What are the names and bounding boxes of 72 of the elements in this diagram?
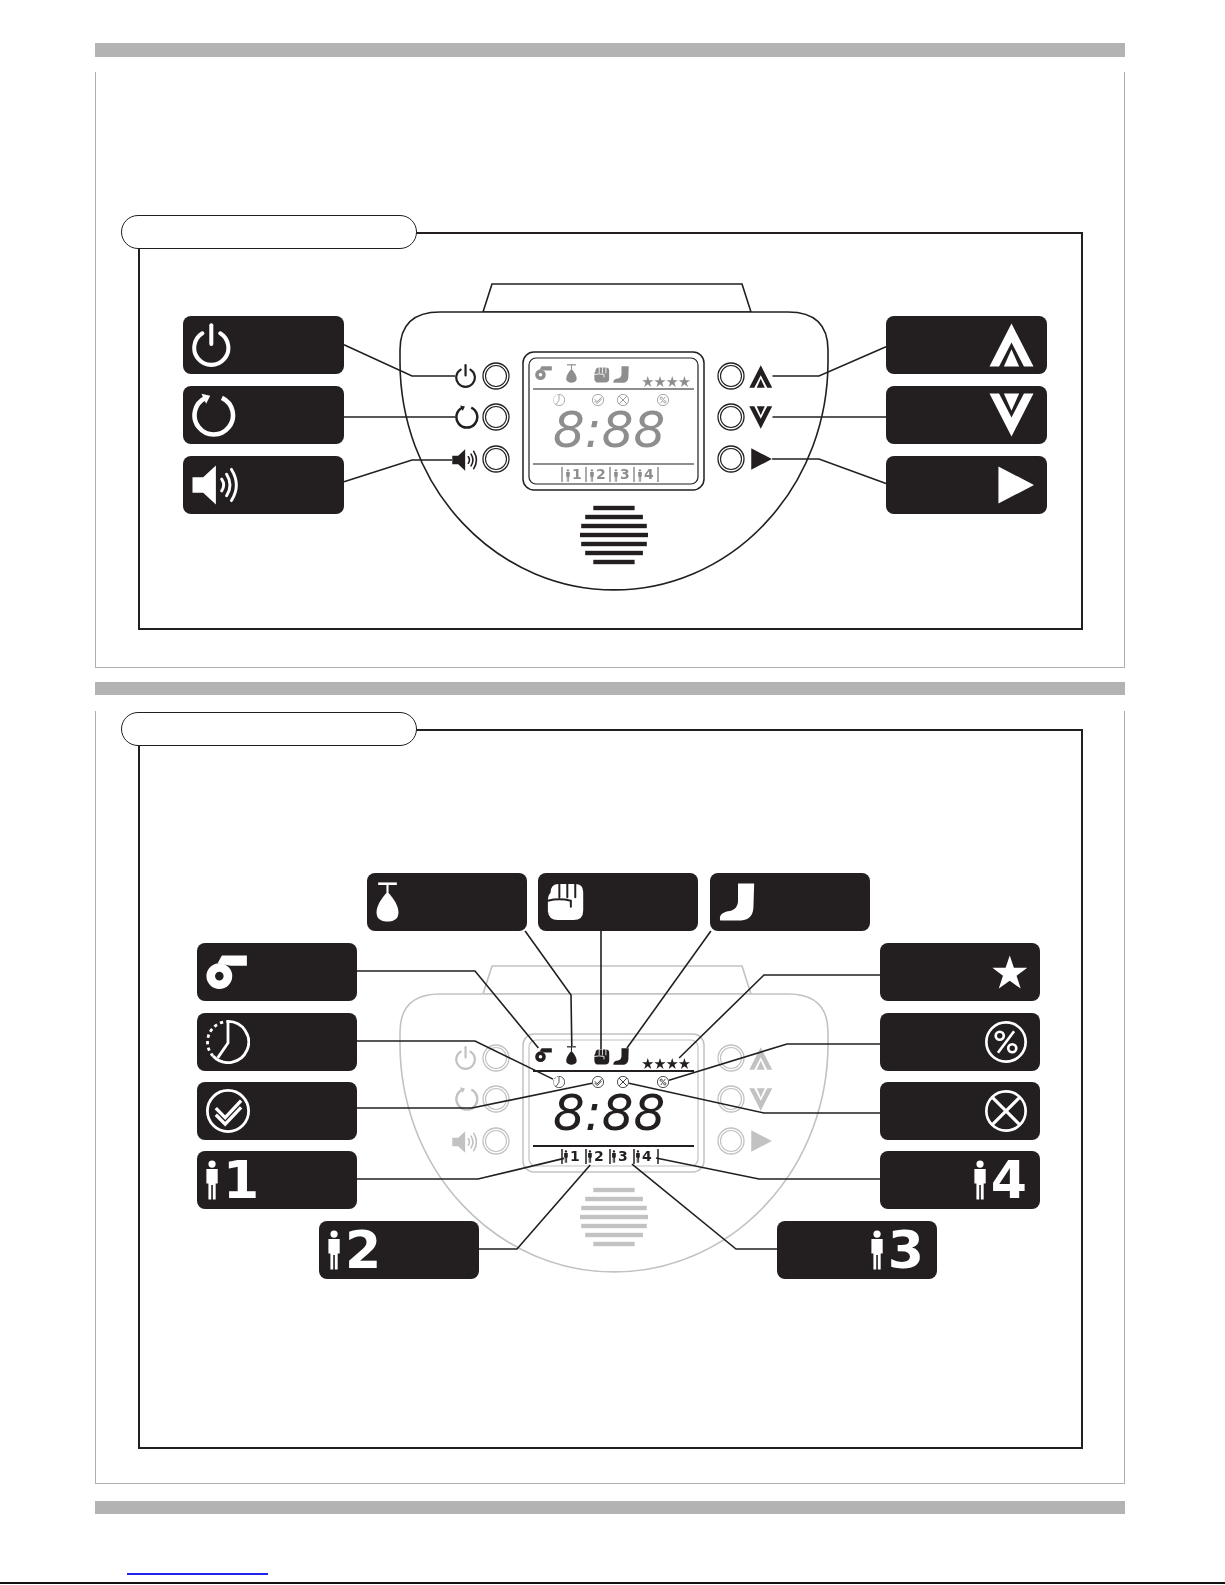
callout-tag [880,1151,1040,1209]
leader-line [356,1040,554,1080]
divider-bar [95,682,1125,695]
leader-line [524,930,573,1047]
user-number: 4 [644,466,654,483]
leader-line [356,1157,565,1180]
leader-line [356,1082,593,1109]
callout-tag [197,1082,357,1140]
whistle-icon [535,1048,552,1062]
user-number: 3 [617,1148,628,1165]
punching-bag-icon [566,1046,577,1065]
callout-tag [197,943,357,1001]
callout-tag [777,1221,937,1279]
callout-tag [880,943,1040,1001]
user-number: 2 [593,1148,604,1165]
power-icon [455,364,477,388]
callout-tag [538,873,698,931]
lcd-digits: 8:88 [553,1093,666,1133]
foot-icon [613,1048,629,1065]
divider-bar [95,1501,1125,1514]
callout-number: 2 [345,1224,382,1276]
callout-tag [367,873,527,931]
callout-tag [183,316,344,374]
play-icon [751,448,773,470]
callout-tag [886,316,1047,374]
leader-line [631,1163,778,1250]
heading-tab [121,215,417,249]
leader-line [655,1157,881,1180]
lcd-digits: 8:88 [553,410,666,450]
user-number: 1 [569,1148,580,1165]
callout-tag [886,456,1047,514]
leader-line [343,459,453,483]
callout-tag [880,1082,1040,1140]
leader-line [600,930,602,1050]
up-arrow-icon [749,365,773,388]
check-circle-icon [592,1076,604,1088]
timer-icon [553,1076,565,1088]
callout-tag [197,1151,357,1209]
callout-number: 1 [223,1154,260,1206]
callout-tag [197,1013,357,1071]
leader-line [771,458,887,485]
user-number: 1 [572,466,582,483]
leader-line [678,974,881,1059]
restart-icon [455,405,479,429]
callout-tag [319,1221,479,1279]
percent-icon [657,1076,669,1088]
leader-line [668,1043,881,1081]
callout-tag [183,456,344,514]
leader-line [628,1082,881,1114]
down-arrow-icon [749,406,773,429]
user-number: 2 [596,466,606,483]
callout-number: 4 [990,1154,1027,1206]
panel-frame [138,232,1083,630]
heading-tab [121,712,417,746]
leader-line [771,416,887,418]
leader-line [626,930,712,1049]
cross-circle-icon [617,1076,629,1088]
leader-line [356,970,540,1049]
rating-stars-icon [642,1058,691,1069]
callout-tag [886,386,1047,444]
user-number: 3 [620,466,630,483]
callout-tag [880,1013,1040,1071]
divider-bar [95,43,1125,57]
callout-tag [183,386,344,444]
callout-tag [710,873,870,931]
leader-line [343,416,456,418]
leader-line [771,345,887,377]
callout-number: 3 [887,1224,924,1276]
user-number: 4 [641,1148,652,1165]
leader-line [478,1164,591,1250]
leader-line [343,344,456,377]
speaker-icon [452,449,478,471]
